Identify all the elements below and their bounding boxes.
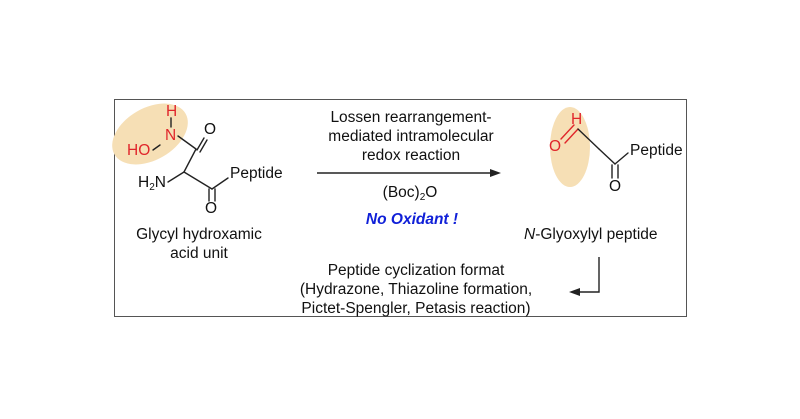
caption-glyoxylyl: N-Glyoxylyl peptide xyxy=(524,226,658,243)
atom-ho-hydroxamic: HO xyxy=(127,142,151,159)
cyclization-arrow xyxy=(569,257,600,296)
cyclization-line3: Pictet-Spengler, Petasis reaction) xyxy=(301,300,531,317)
reaction-text-line1: Lossen rearrangement- xyxy=(330,109,492,126)
reagent-boc2o: (Boc)2O xyxy=(382,184,438,203)
reaction-arrow xyxy=(317,169,501,177)
cyclization-line1: Peptide cyclization format xyxy=(327,262,505,279)
atom-o-carbonyl-bottom: O xyxy=(205,200,218,217)
hydroxamic-highlight xyxy=(112,103,188,165)
cyclization-line2: (Hydrazone, Thiazoline formation, xyxy=(299,281,533,298)
reaction-text-line3: redox reaction xyxy=(361,147,461,164)
peptide-label-left: Peptide xyxy=(230,165,283,182)
right-molecule-bonds xyxy=(560,124,629,179)
caption-glycyl-line2: acid unit xyxy=(170,245,228,262)
left-molecule-bonds xyxy=(152,117,229,202)
peptide-label-right: Peptide xyxy=(630,142,683,159)
scheme-frame xyxy=(114,99,687,317)
no-oxidant-note: No Oxidant ! xyxy=(365,211,459,228)
atom-o-aldehyde: O xyxy=(549,138,562,155)
atom-h-aldehyde: H xyxy=(571,111,583,128)
atom-o-ketone: O xyxy=(609,178,622,195)
atom-h2n-amine: H2N xyxy=(138,174,166,193)
reaction-text-line2: mediated intramolecular xyxy=(328,128,494,145)
atom-o-carbonyl-top: O xyxy=(204,121,217,138)
aldehyde-highlight xyxy=(550,107,590,187)
caption-glycyl-line1: Glycyl hydroxamic xyxy=(136,226,262,243)
atom-n-hydroxamic: N xyxy=(165,127,177,144)
atom-h-hydroxamic: H xyxy=(166,103,178,120)
